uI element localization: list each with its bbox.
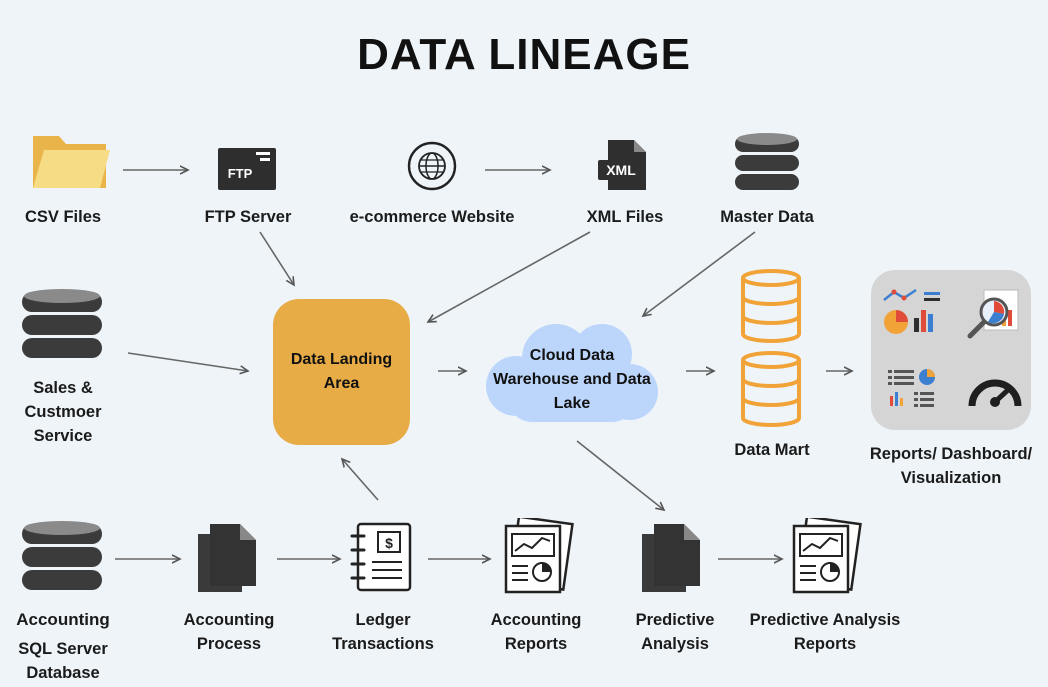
accounting-process-label: Accounting Process — [183, 611, 275, 653]
magnifier-chart-icon — [967, 289, 1019, 339]
ftp-icon-text: FTP — [228, 166, 253, 181]
svg-text:$: $ — [385, 535, 393, 551]
accounting-bold-label: Accounting — [16, 610, 110, 629]
ftp-server-label: FTP Server — [204, 208, 292, 226]
arrow-xml-landing — [428, 231, 591, 322]
master-data-label: Master Data — [720, 208, 814, 226]
folder-icon — [33, 136, 110, 188]
documents-icon — [198, 524, 256, 592]
predictive-reports-icon — [792, 518, 862, 594]
data-landing-area-label: Data Landing Area — [290, 351, 393, 392]
ecommerce-website-label: e-commerce Website — [349, 208, 515, 226]
data-landing-area: Data Landing Area — [273, 299, 410, 445]
arrow-cloud-predictive — [576, 440, 664, 510]
arrow-ftp-landing — [259, 231, 294, 285]
csv-files-label: CSV Files — [24, 208, 102, 226]
reports-dashboard-label: Reports/ Dashboard/ Visualization — [869, 445, 1033, 487]
ftp-server-icon: FTP — [218, 148, 276, 190]
predictive-documents-icon — [642, 524, 700, 592]
arrow-master-cloud — [643, 231, 756, 316]
report-summary-icon — [888, 369, 935, 407]
arrow-sales-landing — [127, 352, 248, 371]
data-mart-label: Data Mart — [734, 441, 810, 459]
predictive-analysis-reports-label: Predictive Analysis Reports — [749, 611, 901, 653]
xml-files-label: XML Files — [586, 208, 664, 226]
ledger-notebook-icon: $ — [350, 522, 412, 592]
xml-icon-text: XML — [606, 162, 636, 178]
sql-server-database-label: SQL Server Database — [18, 640, 108, 682]
globe-icon — [407, 141, 457, 191]
arrow-ledger-landing — [342, 459, 379, 501]
ledger-transactions-label: Ledger Transactions — [332, 611, 434, 653]
accounting-reports-label: Accounting Reports — [490, 611, 582, 653]
accounting-database-icon — [22, 521, 102, 590]
speedometer-icon — [968, 379, 1022, 407]
cloud-icon — [486, 324, 658, 422]
sales-database-icon — [22, 289, 102, 358]
page-title: DATA LINEAGE — [357, 30, 691, 79]
predictive-analysis-label: Predictive Analysis — [635, 611, 715, 653]
accounting-reports-icon — [504, 518, 574, 594]
data-mart-database-icon — [741, 269, 801, 427]
chart-dashboard-icon — [883, 288, 940, 334]
cloud-data-warehouse-label: Cloud Data Warehouse and Data Lake — [493, 347, 651, 412]
sales-customer-service-label: Sales & Custmoer Service — [24, 379, 102, 445]
xml-file-icon: XML — [598, 140, 646, 190]
master-data-database-icon — [735, 133, 799, 190]
